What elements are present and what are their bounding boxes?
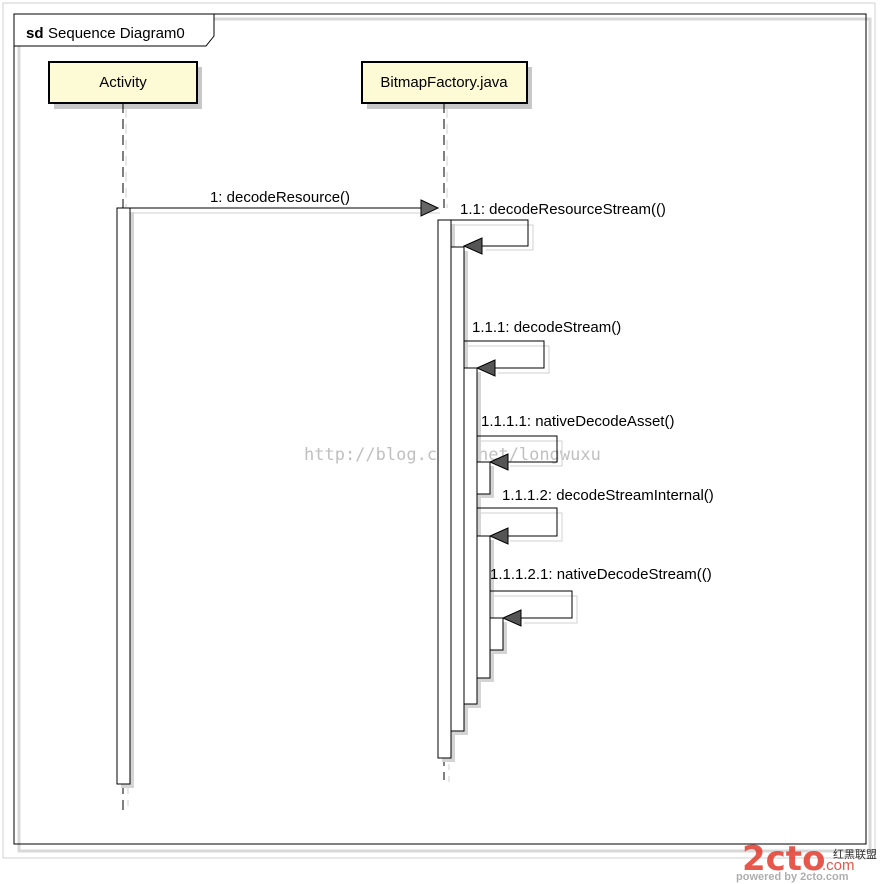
activation-bitmapfactory-4a (476, 461, 491, 495)
lifeline-label-activity: Activity (99, 74, 147, 91)
arrowhead (475, 359, 496, 377)
lifeline-head-activity[interactable] (48, 61, 198, 104)
arrowhead (488, 453, 509, 471)
activation-bitmapfactory-3 (463, 367, 478, 705)
activation-activity (116, 207, 131, 785)
message-label-m1112: 1.1.1.2: decodeStreamInternal() (502, 487, 714, 504)
canvas-border (2, 2, 876, 859)
logo-suffix: .com (822, 857, 855, 874)
frame-shadow (17, 17, 872, 853)
logo-powered: powered by 2cto.com (736, 871, 849, 883)
activation-bitmapfactory-2 (450, 246, 465, 732)
message-line-m111[interactable] (464, 340, 545, 369)
logo-brand: 2cto (742, 839, 825, 879)
message-line-m1112[interactable] (477, 507, 558, 537)
diagram-frame (13, 13, 867, 845)
lifeline-head-bitmapfactory[interactable] (361, 61, 528, 104)
activation-bitmapfactory-1 (437, 219, 452, 759)
logo-cn: 红黑联盟 (833, 848, 877, 861)
message-line-m1111[interactable] (477, 435, 558, 463)
message-label-m1111: 1.1.1.1: nativeDecodeAsset() (481, 413, 674, 430)
frame-title: Sequence Diagram0 (48, 25, 185, 42)
message-line-shadow (468, 345, 550, 374)
message-label-m111: 1.1.1: decodeStream() (472, 319, 621, 336)
frame-title-tab (13, 13, 215, 47)
frame-kind: sd (26, 25, 44, 42)
message-label-m11121: 1.1.1.2.1: nativeDecodeStream(() (490, 566, 712, 583)
message-line-shadow (481, 440, 563, 467)
message-label-m1: 1: decodeResource() (210, 189, 350, 206)
lifeline-label-bitmapfactory: BitmapFactory.java (380, 74, 508, 91)
arrowhead (462, 237, 483, 255)
arrowhead (488, 527, 509, 545)
activation-bitmapfactory-5 (489, 617, 504, 651)
arrowhead (420, 199, 440, 217)
activation-bitmapfactory-4b (476, 535, 491, 679)
message-line-shadow (481, 512, 563, 542)
arrowhead (501, 609, 522, 627)
message-label-m11: 1.1: decodeResourceStream(() (460, 201, 666, 218)
message-line-m11[interactable] (451, 219, 529, 247)
message-line-shadow (494, 595, 578, 624)
message-line-shadow (455, 224, 534, 251)
message-line-m11121[interactable] (490, 590, 573, 619)
